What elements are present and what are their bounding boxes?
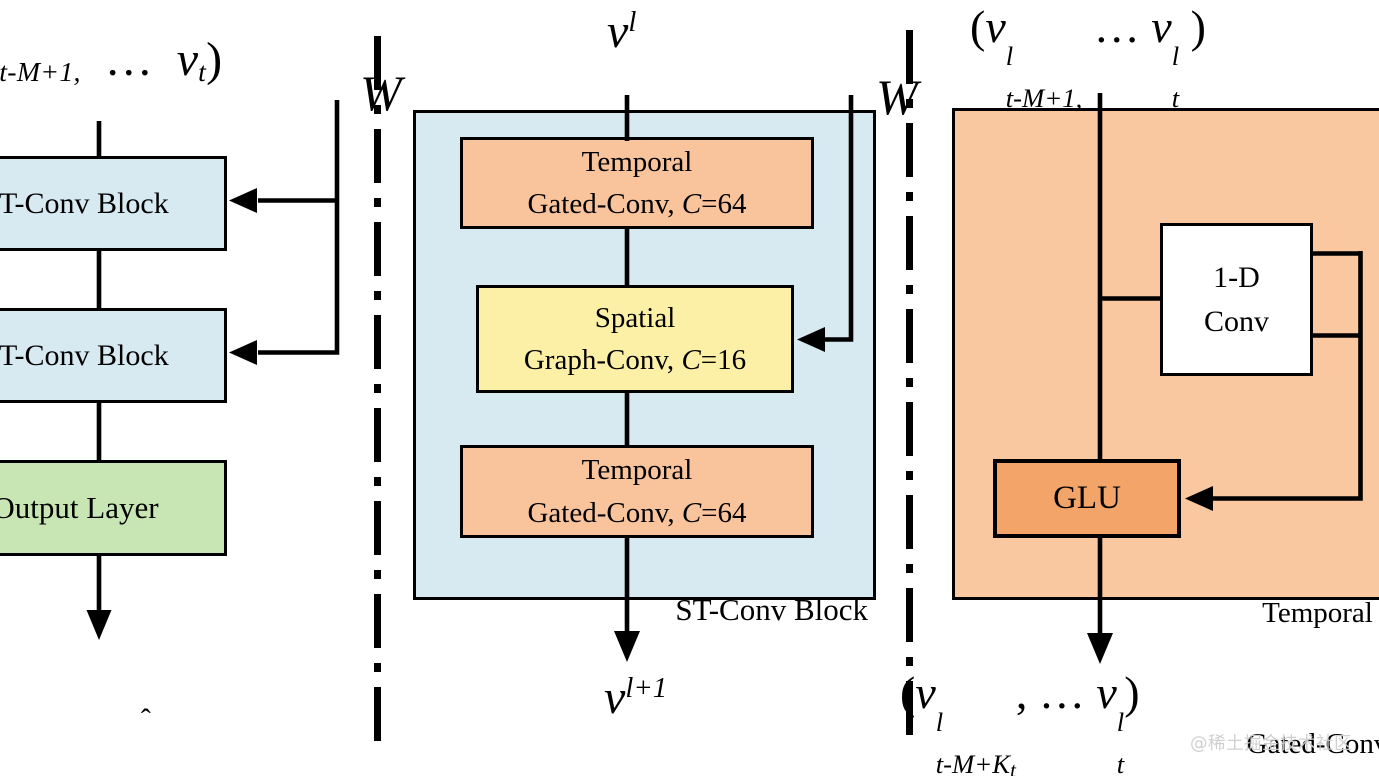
watermark: @稀土掘金技术社区 xyxy=(1190,734,1352,754)
hat-accent: ˆ xyxy=(140,702,151,736)
left-weight-arrowhead-2 xyxy=(229,340,257,365)
left-output-arrowhead xyxy=(86,610,112,640)
middle-output-formula: vl+1 xyxy=(604,671,668,724)
middle-weight-label: W xyxy=(826,22,918,172)
left-weight-label: W xyxy=(310,18,402,168)
temporal-gated-conv-caption-line2: Gated-Conv xyxy=(1246,727,1379,760)
temporal-gated-conv-1-box: Temporal Gated-Conv, C=64 xyxy=(460,137,814,229)
st-conv-block-container-label-text: ST-Conv Block xyxy=(675,592,868,627)
temporal-gated-conv-caption: Temporal Gated-Conv xyxy=(1210,505,1379,776)
output-layer-label: Output Layer xyxy=(0,489,159,525)
conv-1d-line2: Conv xyxy=(1203,304,1269,338)
spatial-graph-conv-line1: Spatial xyxy=(594,301,676,334)
temporal-gated-conv-2-box: Temporal Gated-Conv, C=64 xyxy=(460,445,814,538)
st-conv-block-1-label: ST-Conv Block xyxy=(0,186,169,220)
temporal-gated-conv-caption-line1: Temporal xyxy=(1262,597,1373,629)
left-output-formula: ˆ v xyxy=(84,672,225,776)
glu-label: GLU xyxy=(1053,479,1121,516)
temporal-gated-conv-2-line2: Gated-Conv, C=64 xyxy=(527,496,747,529)
st-conv-block-1: ST-Conv Block xyxy=(0,156,227,251)
middle-weight-w: W xyxy=(876,69,918,125)
right-output-arrowhead xyxy=(1087,633,1113,664)
st-conv-block-container-label: ST-Conv Block xyxy=(561,556,868,664)
temporal-gated-conv-1-line2: Gated-Conv, C=64 xyxy=(527,188,747,220)
v-hat-symbol: ˆ v xyxy=(132,704,225,776)
left-weight-arrowhead-1 xyxy=(229,188,257,213)
left-input-formula: (vt-M+1, … vt) xyxy=(0,33,223,89)
st-conv-block-2-label: ST-Conv Block xyxy=(0,338,169,372)
spatial-graph-conv-line2: Graph-Conv, C=16 xyxy=(523,344,747,376)
left-weight-w: W xyxy=(360,65,402,121)
glu-box: GLU xyxy=(993,459,1181,538)
st-conv-block-2: ST-Conv Block xyxy=(0,308,227,403)
conv-1d-box: 1-D Conv xyxy=(1160,223,1313,376)
middle-input-formula: vl xyxy=(607,5,637,58)
conv-1d-line1: 1-D xyxy=(1213,261,1260,294)
output-layer-block: Output Layer xyxy=(0,460,227,556)
temporal-gated-conv-1-line1: Temporal xyxy=(581,145,693,178)
spatial-graph-conv-box: Spatial Graph-Conv, C=16 xyxy=(476,285,794,393)
temporal-gated-conv-2-line1: Temporal xyxy=(581,454,693,487)
